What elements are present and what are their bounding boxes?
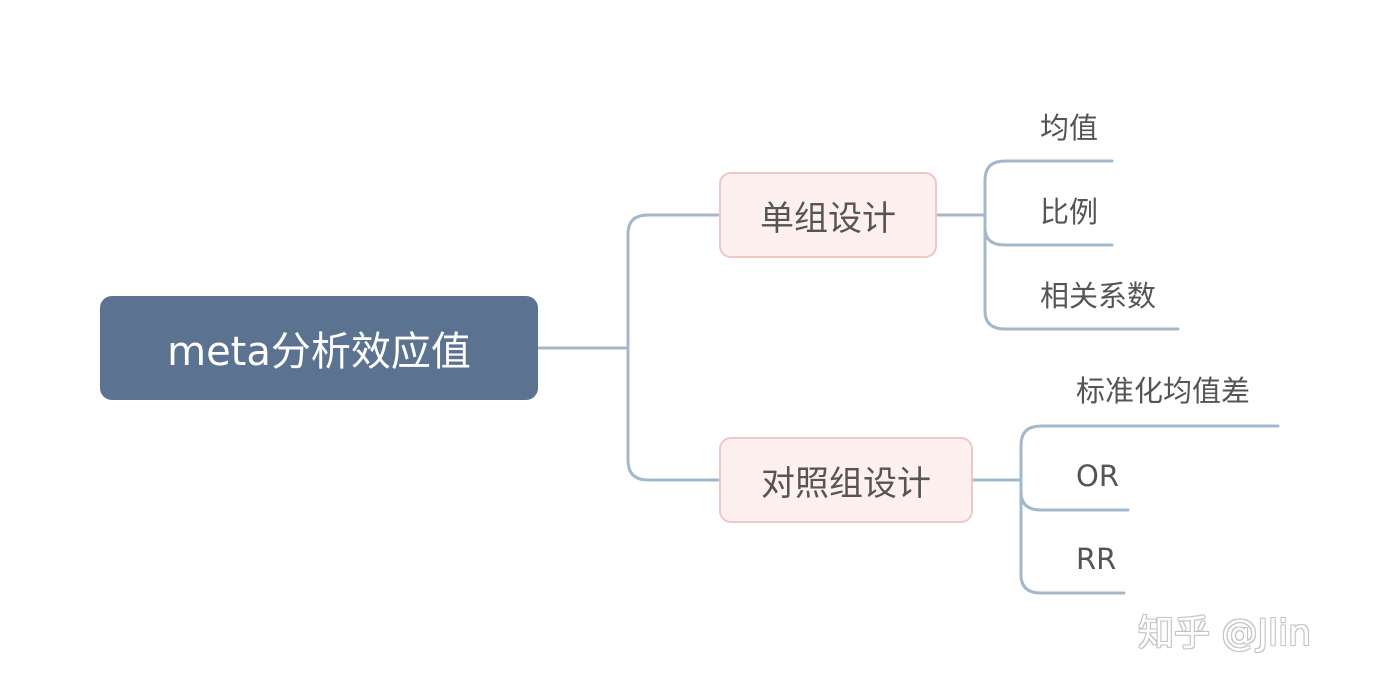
connector-root-to-control <box>626 346 721 482</box>
connector-single-to-leaf-3 <box>983 226 1180 331</box>
leaf-mean: 均值 <box>1040 111 1099 145</box>
branch-node-control-group: 对照组设计 <box>719 437 973 523</box>
leaf-correlation: 相关系数 <box>1040 279 1157 313</box>
branch-label: 对照组设计 <box>761 463 931 504</box>
connector-control-to-leaf-1 <box>1019 424 1280 482</box>
branch-node-single-group: 单组设计 <box>719 172 937 258</box>
connector-single-to-leaf-1 <box>983 159 1114 217</box>
branch-label: 单组设计 <box>760 198 896 239</box>
connector-root-to-single <box>626 213 721 350</box>
root-label: meta分析效应值 <box>167 329 471 375</box>
watermark: 知乎 @Jlin <box>1138 613 1311 654</box>
leaf-or: OR <box>1076 459 1119 493</box>
leaf-smd: 标准化均值差 <box>1076 374 1251 408</box>
leaf-proportion: 比例 <box>1040 195 1099 229</box>
leaf-rr: RR <box>1076 542 1117 576</box>
root-node: meta分析效应值 <box>100 296 538 400</box>
connector-control-to-leaf-3 <box>1019 490 1126 595</box>
